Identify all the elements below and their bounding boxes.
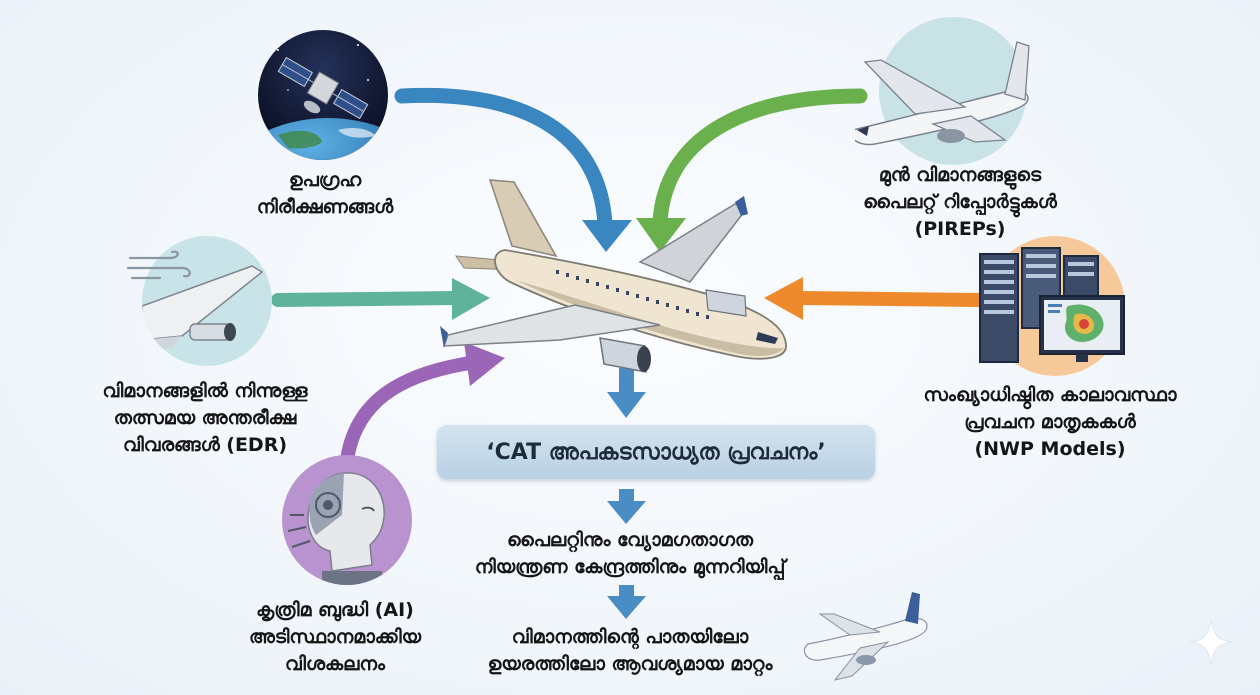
- small-airplane-icon: [803, 592, 928, 681]
- arrow-pirep-head: [636, 218, 686, 252]
- arrow-edr-head: [452, 278, 490, 320]
- satellite-image: [258, 30, 388, 160]
- edr-label: വിമാനങ്ങളിൽ നിന്നുള്ള തത്സമയ അന്തരീക്ഷ വ…: [102, 380, 308, 456]
- cat-risk-forecast-box: ‘CAT അപകടസാധ്യത പ്രവചനം’: [437, 425, 875, 479]
- arrow-edr: [271, 291, 462, 307]
- arrow-satellite: [394, 87, 613, 233]
- cat-risk-forecast-title: ‘CAT അപകടസാധ്യത പ്രവചനം’: [486, 439, 826, 465]
- satellite-icon: [258, 30, 388, 160]
- pirep-label: മുൻ വിമാനങ്ങളുടെ പൈലറ്റ് റിപ്പോർട്ടുകൾ (…: [863, 164, 1057, 240]
- arrow-nwp: [793, 291, 985, 307]
- arrow-satellite-head: [582, 220, 632, 252]
- route-change-step-label: വിമാനത്തിന്റെ പാതയിലോ ഉയരത്തിലോ ആവശ്യമായ…: [487, 626, 773, 675]
- arrow-nwp-head: [764, 277, 803, 320]
- pirep-image: [855, 12, 1033, 170]
- arrow-ai-head: [464, 342, 505, 386]
- nwp-label: സംഖ്യാധിഷ്ഠിത കാലാവസ്ഥാ പ്രവചന മാതൃകകൾ (…: [923, 384, 1177, 460]
- satellite-label: ഉപഗ്രഹ നിരീക്ഷണങ്ങൾ: [256, 169, 394, 218]
- ai-label: കൃത്രിമ ബുദ്ധി (AI) അടിസ്ഥാനമാക്കിയ വിശക…: [248, 599, 422, 675]
- step-arrow-3: [607, 585, 646, 619]
- arrow-pirep: [652, 88, 868, 230]
- wind-icon: [126, 250, 191, 280]
- ai-robot-head-icon: [282, 455, 412, 585]
- arrow-ai: [340, 356, 477, 467]
- step-arrow-1: [607, 368, 646, 418]
- nwp-servers-icon: [979, 247, 1125, 363]
- pirep-airplane-icon: [855, 17, 1030, 165]
- alert-step-label: പൈലറ്റിനും വ്യോമഗതാഗത നിയന്ത്രണ കേന്ദ്രത…: [474, 529, 786, 578]
- sparkle-icon: [1189, 619, 1233, 665]
- central-airplane-icon: [440, 179, 787, 373]
- step-arrow-2: [607, 489, 646, 524]
- ai-image: [282, 455, 412, 585]
